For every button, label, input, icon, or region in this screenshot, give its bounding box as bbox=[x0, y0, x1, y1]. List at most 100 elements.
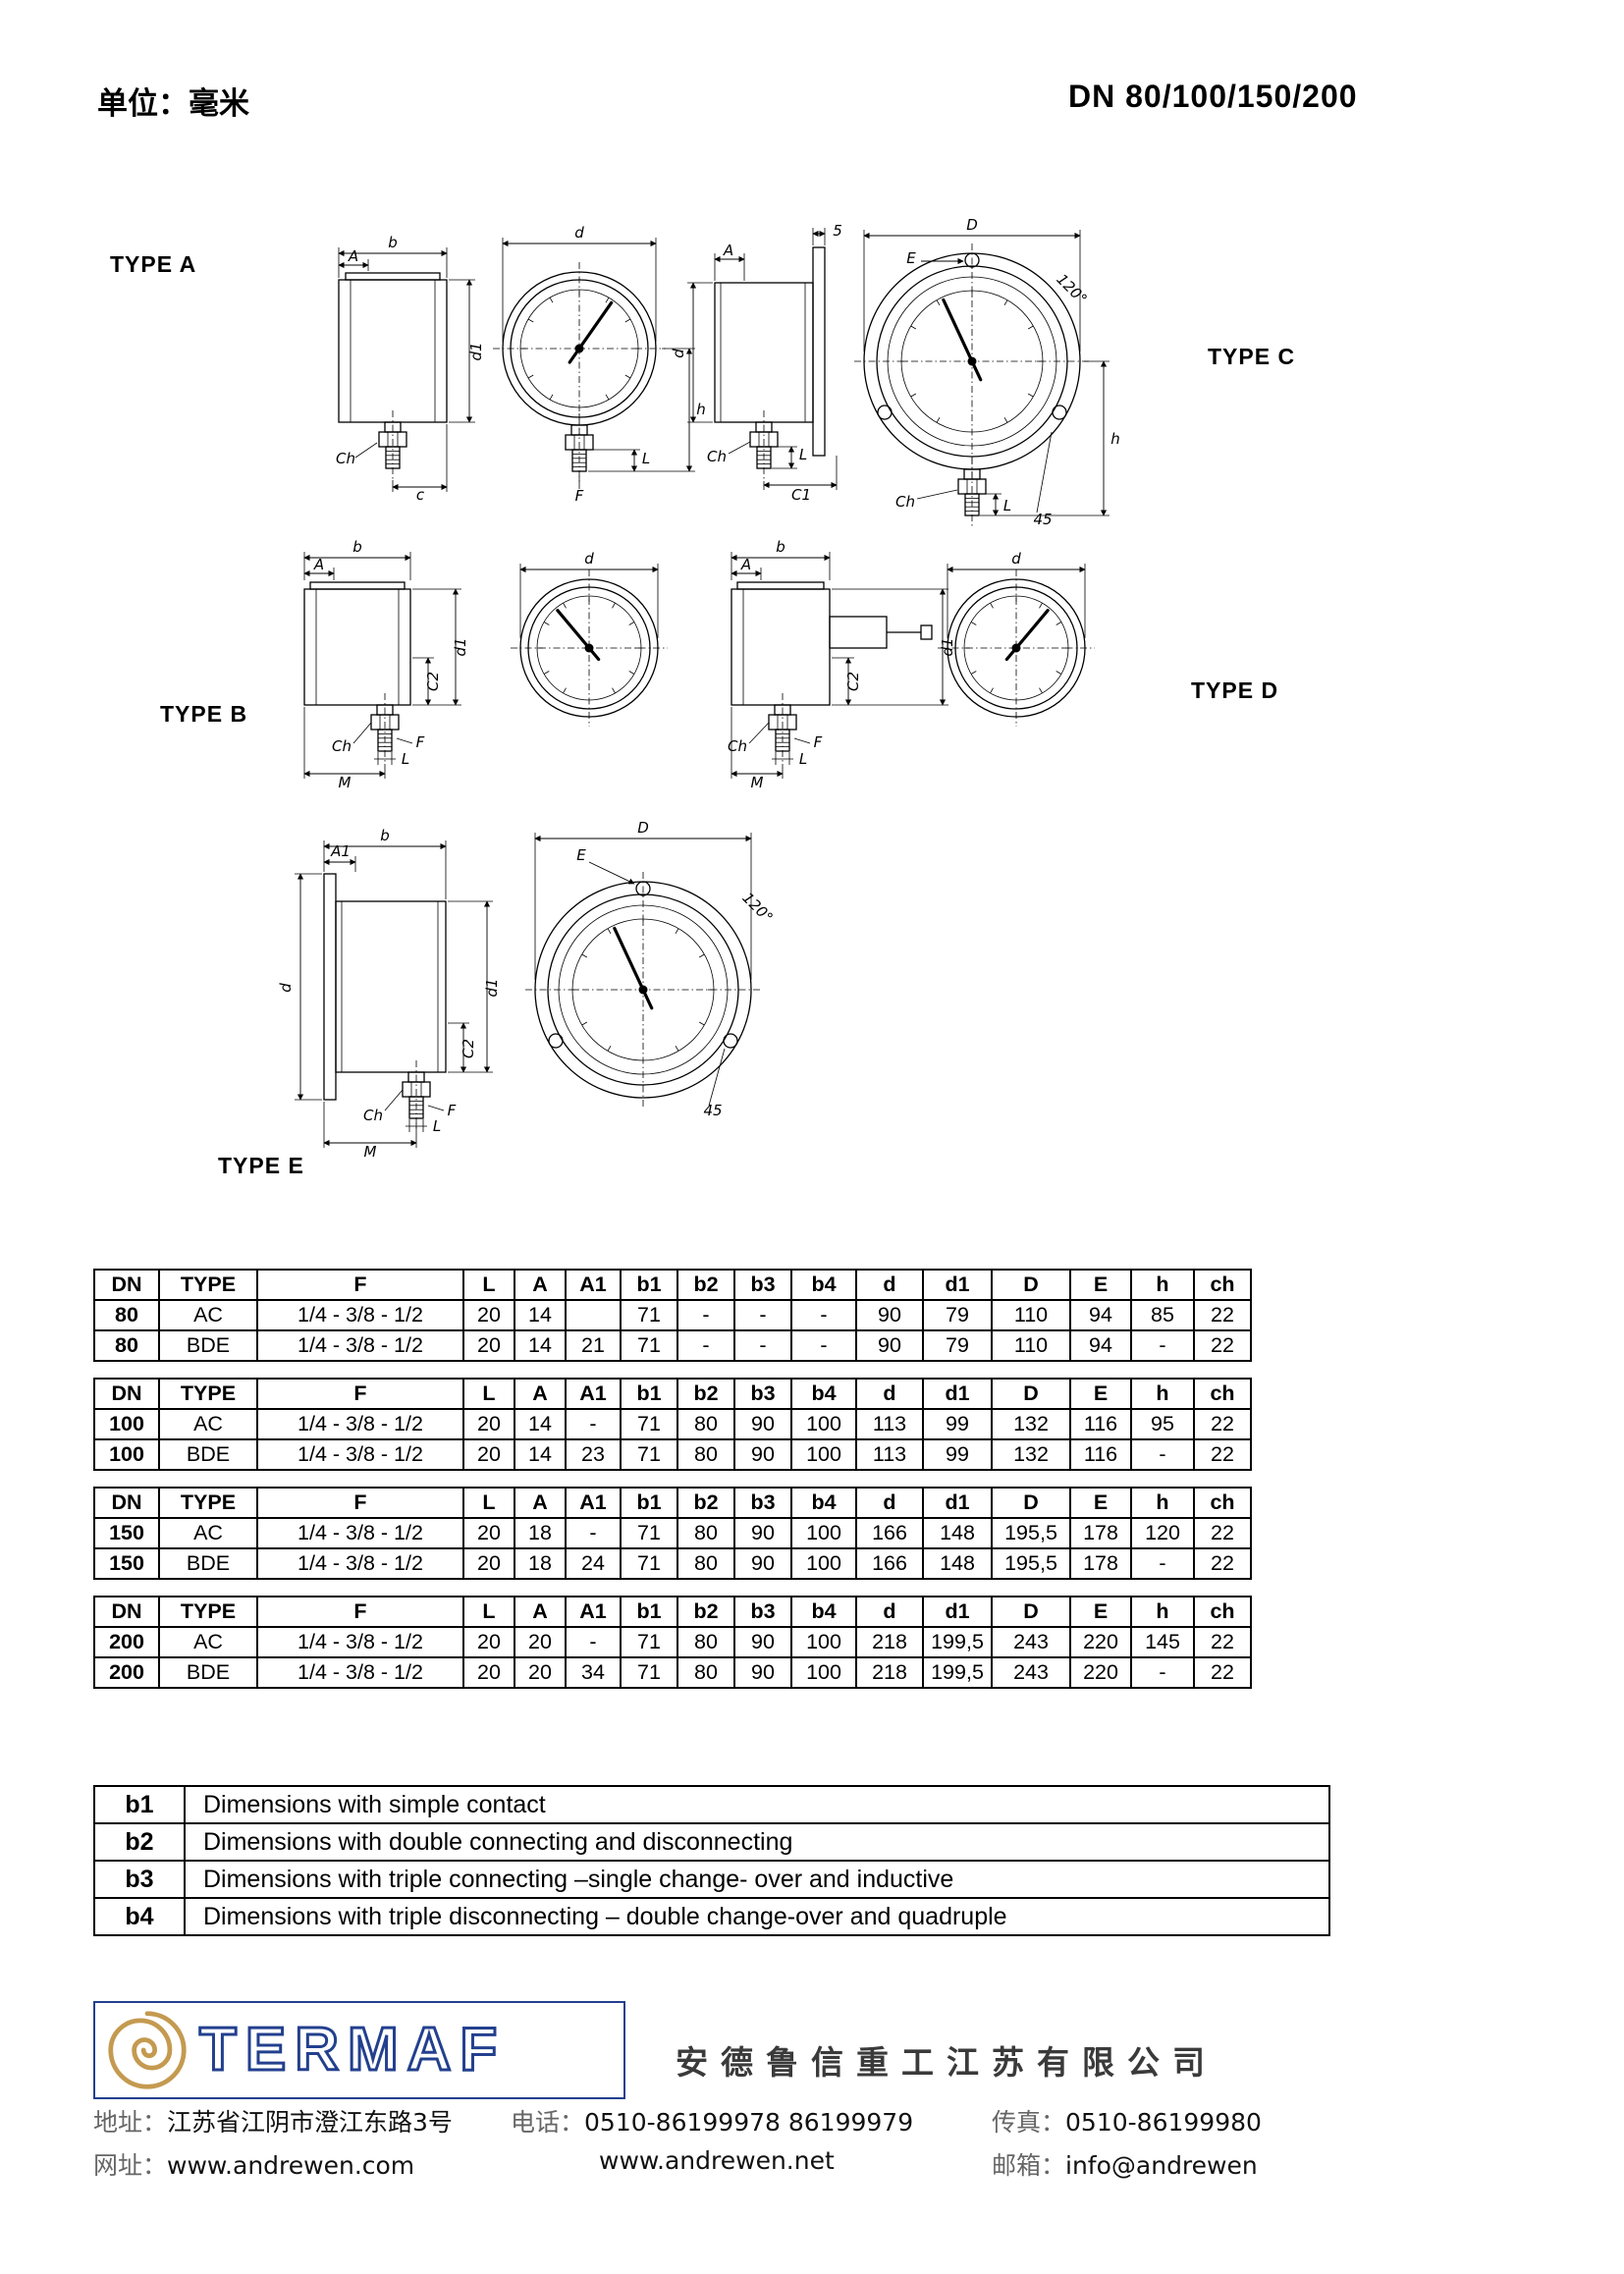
dim-label: M bbox=[364, 1143, 377, 1161]
dim-label: L bbox=[799, 750, 807, 768]
cell: 99 bbox=[922, 1408, 993, 1440]
dim-label: Ch bbox=[336, 450, 355, 467]
type-e-label: TYPE E bbox=[218, 1153, 304, 1178]
dim-label: 45 bbox=[703, 1102, 722, 1119]
cell: 90 bbox=[733, 1547, 792, 1580]
col-header: d bbox=[855, 1596, 924, 1628]
cell: 14 bbox=[514, 1329, 567, 1362]
cell: 90 bbox=[733, 1517, 792, 1549]
type-e-side-view bbox=[295, 840, 493, 1148]
cell: 85 bbox=[1130, 1299, 1195, 1331]
cell: 100 bbox=[790, 1547, 857, 1580]
col-header: b1 bbox=[620, 1378, 678, 1410]
cell: 243 bbox=[991, 1626, 1071, 1658]
cell: 100 bbox=[93, 1438, 160, 1471]
cell: 20 bbox=[462, 1626, 515, 1658]
legend-desc: Dimensions with simple contact bbox=[184, 1785, 1330, 1824]
dim-label: L bbox=[799, 446, 807, 463]
cell: - bbox=[790, 1329, 857, 1362]
type-a-side-view bbox=[338, 247, 475, 492]
dim-label: C2 bbox=[424, 672, 442, 691]
type-a-front-view bbox=[493, 238, 695, 489]
website-2-line: www.andrewen.net bbox=[599, 2146, 835, 2175]
cell: 1/4 - 3/8 - 1/2 bbox=[256, 1626, 464, 1658]
dim-label: b bbox=[352, 538, 362, 556]
legend-table: b1 Dimensions with simple contact b2 Dim… bbox=[93, 1785, 1330, 1936]
cell: - bbox=[677, 1299, 735, 1331]
col-header: b3 bbox=[733, 1269, 792, 1301]
col-header: d1 bbox=[922, 1378, 993, 1410]
dim-label: d1 bbox=[467, 342, 485, 360]
address-value: 江苏省江阴市澄江东路3号 bbox=[167, 2108, 453, 2137]
dim-label: M bbox=[751, 774, 764, 791]
dim-label: d bbox=[670, 349, 687, 358]
col-header: DN bbox=[93, 1596, 160, 1628]
col-header: D bbox=[991, 1596, 1071, 1628]
cell: 95 bbox=[1130, 1408, 1195, 1440]
cell: 120 bbox=[1130, 1517, 1195, 1549]
cell: 148 bbox=[922, 1517, 993, 1549]
cell: 80 bbox=[677, 1517, 735, 1549]
cell: 90 bbox=[733, 1438, 792, 1471]
cell: - bbox=[1130, 1656, 1195, 1689]
cell: 116 bbox=[1069, 1408, 1132, 1440]
col-header: b1 bbox=[620, 1269, 678, 1301]
dim-label: E bbox=[906, 249, 916, 267]
col-header: h bbox=[1130, 1269, 1195, 1301]
dim-label: E bbox=[576, 846, 586, 864]
cell: 178 bbox=[1069, 1517, 1132, 1549]
cell: 90 bbox=[733, 1656, 792, 1689]
unit-label: 单位：毫米 bbox=[97, 86, 249, 122]
cell: 22 bbox=[1193, 1547, 1252, 1580]
col-header: F bbox=[256, 1378, 464, 1410]
cell: BDE bbox=[158, 1547, 258, 1580]
dim-label: 5 bbox=[833, 222, 842, 240]
email-line: 邮箱：info@andrewen bbox=[992, 2146, 1258, 2182]
dim-label: C2 bbox=[844, 672, 862, 691]
legend-row: b1 Dimensions with simple contact bbox=[93, 1785, 1330, 1824]
company-logo: TERMAF bbox=[93, 2001, 625, 2099]
col-header: F bbox=[256, 1269, 464, 1301]
cell: 116 bbox=[1069, 1438, 1132, 1471]
cell: 132 bbox=[991, 1408, 1071, 1440]
col-header: b2 bbox=[677, 1269, 735, 1301]
col-header: b3 bbox=[733, 1487, 792, 1519]
cell: 22 bbox=[1193, 1656, 1252, 1689]
cell: 113 bbox=[855, 1438, 924, 1471]
cell: 100 bbox=[790, 1438, 857, 1471]
cell: 71 bbox=[620, 1547, 678, 1580]
col-header: b1 bbox=[620, 1487, 678, 1519]
dim-label: C1 bbox=[791, 486, 811, 504]
col-header: b4 bbox=[790, 1487, 857, 1519]
cell: 148 bbox=[922, 1547, 993, 1580]
cell: 220 bbox=[1069, 1656, 1132, 1689]
col-header: A bbox=[514, 1378, 567, 1410]
cell: 132 bbox=[991, 1438, 1071, 1471]
dim-label: A1 bbox=[330, 842, 351, 860]
cell: 14 bbox=[514, 1438, 567, 1471]
type-b-side-view bbox=[303, 552, 461, 779]
cell: 20 bbox=[462, 1438, 515, 1471]
col-header: E bbox=[1069, 1378, 1132, 1410]
type-b-front-view bbox=[511, 564, 668, 727]
cell: 22 bbox=[1193, 1517, 1252, 1549]
cell: 80 bbox=[677, 1547, 735, 1580]
col-header: h bbox=[1130, 1378, 1195, 1410]
dim-label: d1 bbox=[483, 978, 501, 997]
type-b-label: TYPE B bbox=[160, 701, 248, 727]
col-header: A1 bbox=[565, 1487, 622, 1519]
email-value: info@andrewen bbox=[1065, 2151, 1258, 2180]
col-header: d1 bbox=[922, 1269, 993, 1301]
col-header: TYPE bbox=[158, 1487, 258, 1519]
cell: 90 bbox=[855, 1299, 924, 1331]
cell: 100 bbox=[790, 1656, 857, 1689]
cell: AC bbox=[158, 1626, 258, 1658]
legend-desc: Dimensions with double connecting and di… bbox=[184, 1822, 1330, 1862]
col-header: A bbox=[514, 1596, 567, 1628]
